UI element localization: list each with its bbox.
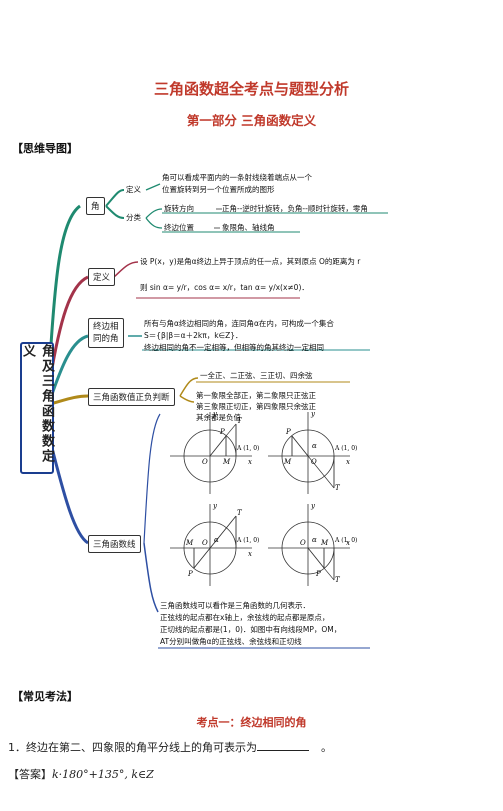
unit-circle-figure-3: y x M P T O A (1, 0) α [170,502,259,586]
svg-text:y: y [310,502,316,510]
document-title: 三角函数超全考点与题型分析 [153,80,349,98]
coterminal-line3: 终边相同的角不一定相等，但相等的角其终边一定相同 [144,343,324,352]
svg-text:A (1, 0): A (1, 0) [236,445,259,452]
signs-line3: 其余都是负值 [196,413,241,422]
signs-line2: 第三象限正切正，第四象限只余弦正 [196,402,316,411]
node-coterminal-line1: 终边相 [93,322,119,332]
terminal-position-label: 终边位置 [164,223,194,232]
svg-text:α: α [214,536,219,544]
node-trig-lines: 三角函数线 [88,535,141,553]
rotation-direction-text: 正角--逆时针旋转，负角--顺时针旋转，零角 [222,204,368,213]
svg-text:O: O [202,539,208,547]
svg-text:M: M [283,458,292,466]
node-angle-definition: 定义 [126,185,141,194]
node-signs: 三角函数值正负判断 [88,388,175,406]
svg-text:y: y [212,410,218,418]
svg-text:O: O [300,539,306,547]
angle-definition-line2: 位置旋转到另一个位置所成的图形 [162,185,275,194]
trig-lines-desc1: 三角函数线可以看作是三角函数的几何表示． [160,601,310,610]
svg-text:M: M [320,539,329,547]
svg-text:P: P [285,428,291,436]
answer-label: 【答案】 [8,768,52,781]
svg-text:A (1, 0): A (1, 0) [334,445,357,452]
topic1-title: 考点一：终边相同的角 [196,716,307,729]
coterminal-line1: 所有与角α终边相同的角，连同角α在内，可构成一个集合 [144,319,334,328]
node-coterminal-line2: 同的角 [93,334,119,344]
unit-circle-figure-2: y x M P T O A (1, 0) α [268,410,357,494]
mindmap-connectors [48,183,388,649]
trig-lines-desc4: AT分别叫做角α的正弦线、余弦线和正切线 [160,637,302,646]
question-1: 1．终边在第二、四象限的角平分线上的角可表示为 。 [8,739,332,755]
svg-text:P: P [187,570,193,578]
terminal-position-text: 象限角、轴线角 [222,223,275,232]
unit-circle-figure-4: y x O M P T A (1, 0) α [268,502,357,586]
node-coterminal: 终边相 同的角 [88,318,124,348]
svg-text:α: α [312,536,317,544]
node-definition: 定义 [88,268,116,286]
svg-text:O: O [311,458,317,466]
svg-text:α: α [312,442,317,450]
svg-text:x: x [346,458,350,466]
mindmap-root: 角及三角函数数定义 [20,342,54,474]
svg-text:A (1, 0): A (1, 0) [334,537,357,544]
angle-definition-line1: 角可以看成平面内的一条射线绕着端点从一个 [162,173,312,182]
answer-blank [257,740,309,751]
node-angle: 角 [86,197,105,215]
unit-circle-figure-1: y x O M P T A (1, 0) [170,410,259,494]
common-methods-heading: 【常见考法】 [12,690,78,703]
svg-text:P: P [219,428,225,436]
svg-text:T: T [237,509,243,517]
svg-text:T: T [335,576,341,584]
rotation-direction-label: 旋转方向 [164,204,194,213]
answer-math: k·180°+135°, k∈Z [52,768,154,781]
svg-text:x: x [248,458,252,466]
signs-line1: 第一象限全部正，第二象限只正弦正 [196,391,316,400]
svg-text:A (1, 0): A (1, 0) [236,537,259,544]
trig-lines-desc3: 正切线的起点都是(1，0)．如图中有向线段MP，OM， [160,625,342,634]
svg-text:T: T [237,417,243,425]
question-1-end: 。 [321,741,332,754]
definition-line1: 设 P(x，y)是角α终边上异于顶点的任一点，其到原点 O的距离为 r [140,257,361,266]
svg-text:T: T [335,484,341,492]
svg-text:x: x [248,550,252,558]
svg-text:y: y [310,410,316,418]
svg-text:M: M [222,458,231,466]
svg-text:P: P [315,570,321,578]
node-angle-classification: 分类 [126,213,141,222]
svg-text:y: y [212,502,218,510]
svg-text:x: x [346,539,350,547]
answer-1: 【答案】k·180°+135°, k∈Z [8,766,154,782]
signs-mnemonic: 一全正、二正弦、三正切、四余弦 [200,371,313,380]
question-1-text: 1．终边在第二、四象限的角平分线上的角可表示为 [8,741,257,754]
trig-lines-desc2: 正弦线的起点都在x轴上，余弦线的起点都是原点， [160,613,330,622]
mindmap-heading: 【思维导图】 [12,142,78,155]
part-title: 第一部分 三角函数定义 [186,113,317,128]
definition-line2: 则 sin α= y/r，cos α= x/r，tan α= y/x(x≠0)． [140,283,309,292]
svg-text:O: O [202,458,208,466]
svg-text:M: M [185,539,194,547]
coterminal-line2: S＝{β|β＝α＋2kπ，k∈Z}． [144,331,243,340]
